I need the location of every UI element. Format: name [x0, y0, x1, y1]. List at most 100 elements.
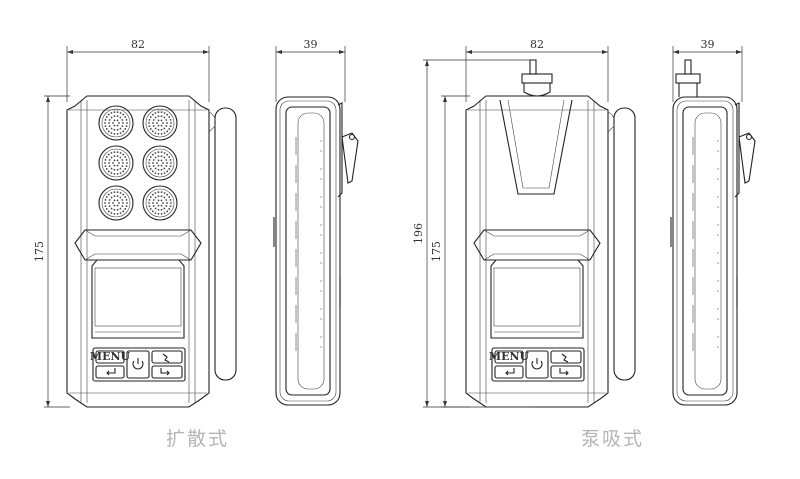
grille-hole	[110, 207, 113, 210]
front-view-pump: MENU	[465, 59, 636, 408]
grille-hole	[163, 112, 166, 114]
grille-hole	[162, 122, 164, 124]
dimension-label: 175	[33, 241, 46, 262]
grille-hole	[157, 111, 160, 114]
grille-hole	[169, 159, 172, 161]
function-button	[151, 350, 183, 364]
grille-hole	[122, 153, 125, 156]
grille-hole	[113, 204, 116, 207]
grille-hole	[170, 202, 172, 204]
display-area	[493, 267, 581, 327]
pump-nozzle-side	[675, 59, 701, 97]
grille-hole	[113, 208, 116, 211]
power-button	[126, 350, 150, 379]
grille-hole	[163, 207, 166, 210]
grille-hole	[121, 205, 124, 207]
grille-hole	[148, 205, 151, 207]
grille-hole	[118, 162, 120, 164]
grille-hole	[124, 156, 127, 158]
grip-ridge	[692, 333, 719, 351]
grille-hole	[104, 159, 107, 161]
display-screen	[91, 259, 185, 339]
grille-hole	[154, 196, 157, 199]
belt-clip	[734, 102, 756, 198]
grille-hole	[125, 125, 128, 127]
sensor-ring	[98, 105, 134, 141]
grip-ridge	[295, 165, 322, 183]
grille-hole	[108, 165, 111, 167]
grille-hole	[163, 167, 166, 170]
sensor-grille	[98, 145, 134, 181]
grille-hole	[110, 132, 113, 134]
grille-hole	[148, 159, 151, 161]
grille-hole	[119, 127, 122, 130]
sensor-ring	[98, 185, 134, 221]
return-icon	[160, 368, 170, 376]
sensor-ring	[142, 185, 178, 221]
grille-hole	[119, 207, 122, 210]
grille-hole	[116, 124, 119, 127]
grille-hole	[119, 172, 122, 174]
grille-hole	[110, 212, 113, 214]
grille-hole	[169, 125, 172, 127]
grip-ridge	[295, 333, 322, 351]
grille-hole	[160, 151, 163, 154]
grille-hole	[119, 152, 122, 154]
side-edge	[676, 100, 734, 402]
grille-hole	[126, 202, 128, 204]
sensor-inner-ring	[101, 148, 131, 178]
power-icon	[132, 358, 144, 370]
grille-hole	[149, 168, 152, 170]
grille-hole	[166, 170, 169, 173]
grille-hole	[165, 199, 168, 201]
side-view-pump	[670, 59, 756, 406]
grille-hole	[157, 168, 160, 171]
enter-button	[494, 365, 524, 379]
grille-hole	[152, 165, 155, 167]
grille-hole	[169, 119, 172, 121]
grille-hole	[125, 199, 128, 201]
grille-hole	[119, 212, 122, 214]
grille-hole	[169, 205, 172, 207]
grille-hole	[157, 132, 160, 135]
enter-icon	[106, 368, 116, 376]
grille-hole	[163, 127, 166, 130]
grille-hole	[160, 212, 163, 215]
grille-hole	[156, 122, 158, 124]
grille-hole	[105, 208, 108, 210]
dim-height-total: 196	[412, 59, 535, 408]
clip-pivot	[348, 133, 356, 141]
grille-hole	[122, 193, 125, 196]
grille-hole	[107, 210, 110, 213]
grille-hole	[154, 207, 157, 210]
sensor-inner-ring	[145, 148, 175, 178]
grille-hole	[160, 155, 163, 158]
grille-hole	[168, 208, 171, 210]
grille-hole	[110, 152, 113, 154]
grille-hole	[152, 202, 154, 204]
grille-hole	[125, 119, 128, 121]
dim-width-side: 39	[672, 38, 743, 102]
grille-hole	[151, 193, 154, 196]
grille-hole	[116, 119, 119, 122]
grille-hole	[157, 124, 160, 127]
grille-hole	[160, 191, 163, 194]
nozzle-base	[678, 83, 698, 97]
keypad: MENU	[489, 347, 585, 382]
grille-hole	[160, 199, 163, 202]
grille-hole	[160, 172, 163, 175]
antenna	[214, 107, 237, 381]
grille-hole	[119, 192, 122, 194]
grille-hole	[154, 156, 157, 159]
dim-height: 175	[33, 95, 70, 408]
menu-button	[95, 350, 125, 364]
sensor-inner-ring	[101, 108, 131, 138]
grille-hole	[160, 159, 163, 162]
grille-hole	[116, 151, 119, 154]
sensor-ring	[142, 145, 178, 181]
sensor-grille	[142, 145, 178, 181]
grille-hole	[108, 202, 110, 204]
grille-hole	[160, 164, 163, 167]
grille-hole	[157, 212, 160, 215]
grille-hole	[163, 196, 166, 199]
